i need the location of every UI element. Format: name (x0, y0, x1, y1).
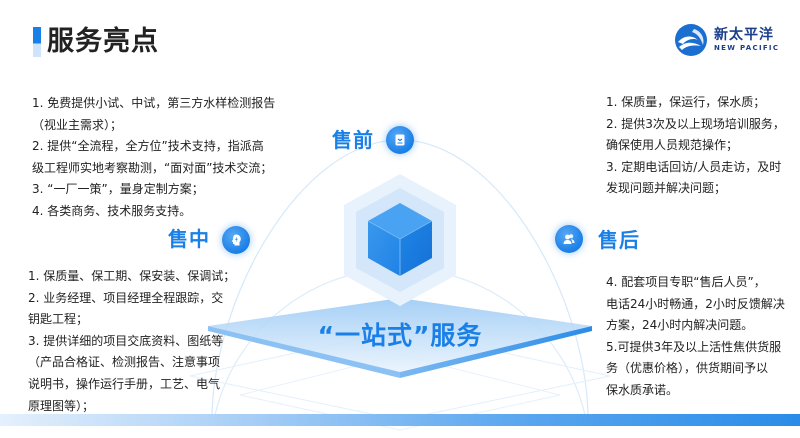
list-item: 2. 业务经理、项目经理全程跟踪，交 (28, 290, 224, 305)
title-accent-bar (33, 27, 41, 57)
list-item: 5.可提供3年及以上活性焦供货服 (606, 339, 782, 354)
list-item: 确保使用人员规范操作； (606, 138, 739, 153)
list-item: 2. 提供“全流程，全方位”技术支持，指派高 (32, 139, 264, 154)
bottom-accent-bar (0, 414, 800, 426)
head-lightning-icon (222, 226, 250, 254)
list-item: 务（优惠价格），供货期间予以 (606, 361, 769, 376)
page-header: 服务亮点 (33, 27, 159, 57)
list-item: 方案，24小时内解决问题。 (606, 318, 754, 333)
list-item: 4. 各类商务、技术服务支持。 (32, 203, 192, 218)
post-sale-list-bottom: 4. 配套项目专职“售后人员”， 电话24小时畅通，2小时反馈解决 方案，24小… (606, 272, 785, 402)
page-title: 服务亮点 (47, 26, 159, 57)
list-item: 3. 提供详细的项目交底资料、图纸等 (28, 333, 224, 348)
clipboard-icon (386, 126, 414, 154)
list-item: 电话24小时畅通，2小时反馈解决 (606, 296, 785, 311)
list-item: 钥匙工程； (28, 312, 89, 327)
list-item: 级工程师实地考察勘测，“面对面”技术交流； (32, 160, 273, 175)
stage-label-mid-sale: 售中 (168, 227, 210, 251)
stage-label-post-sale: 售后 (598, 228, 640, 252)
list-item: （产品合格证、检测报告、注意事项 (28, 355, 221, 370)
list-item: 1. 保质量、保工期、保安装、保调试； (28, 269, 236, 283)
list-item: 说明书，操作运行手册，工艺、电气 (28, 376, 221, 391)
users-icon (555, 225, 583, 253)
one-stop-service-title: “一站式”服务 (317, 321, 483, 350)
list-item: 2. 提供3次及以上现场培训服务， (606, 116, 785, 131)
stage-label-pre-sale: 售前 (332, 128, 374, 152)
list-item: 发现问题并解决问题； (606, 181, 727, 196)
list-item: 3. 定期电话回访/人员走访，及时 (606, 159, 782, 174)
logo-name-en: NEW PACIFIC (714, 44, 780, 52)
company-logo: 新太平洋 NEW PACIFIC (674, 22, 784, 58)
list-item: 1. 免费提供小试、中试，第三方水样检测报告 (32, 96, 276, 110)
logo-name-cn: 新太平洋 (714, 27, 774, 43)
post-sale-list-top: 1. 保质量，保运行，保水质； 2. 提供3次及以上现场培训服务， 确保使用人员… (606, 92, 785, 200)
list-item: 原理图等）； (28, 398, 95, 413)
list-item: 3. “一厂一策”，量身定制方案； (32, 182, 204, 197)
list-item: 4. 配套项目专职“售后人员”， (606, 275, 766, 289)
pre-sale-list: 1. 免费提供小试、中试，第三方水样检测报告 （视业主需求）； 2. 提供“全流… (32, 93, 275, 223)
list-item: （视业主需求）； (32, 117, 123, 132)
mid-sale-list: 1. 保质量、保工期、保安装、保调试； 2. 业务经理、项目经理全程跟踪，交 钥… (28, 266, 235, 417)
list-item: 保水质承诺。 (606, 382, 679, 397)
list-item: 1. 保质量，保运行，保水质； (606, 95, 766, 109)
wave-logo-icon (675, 24, 707, 56)
